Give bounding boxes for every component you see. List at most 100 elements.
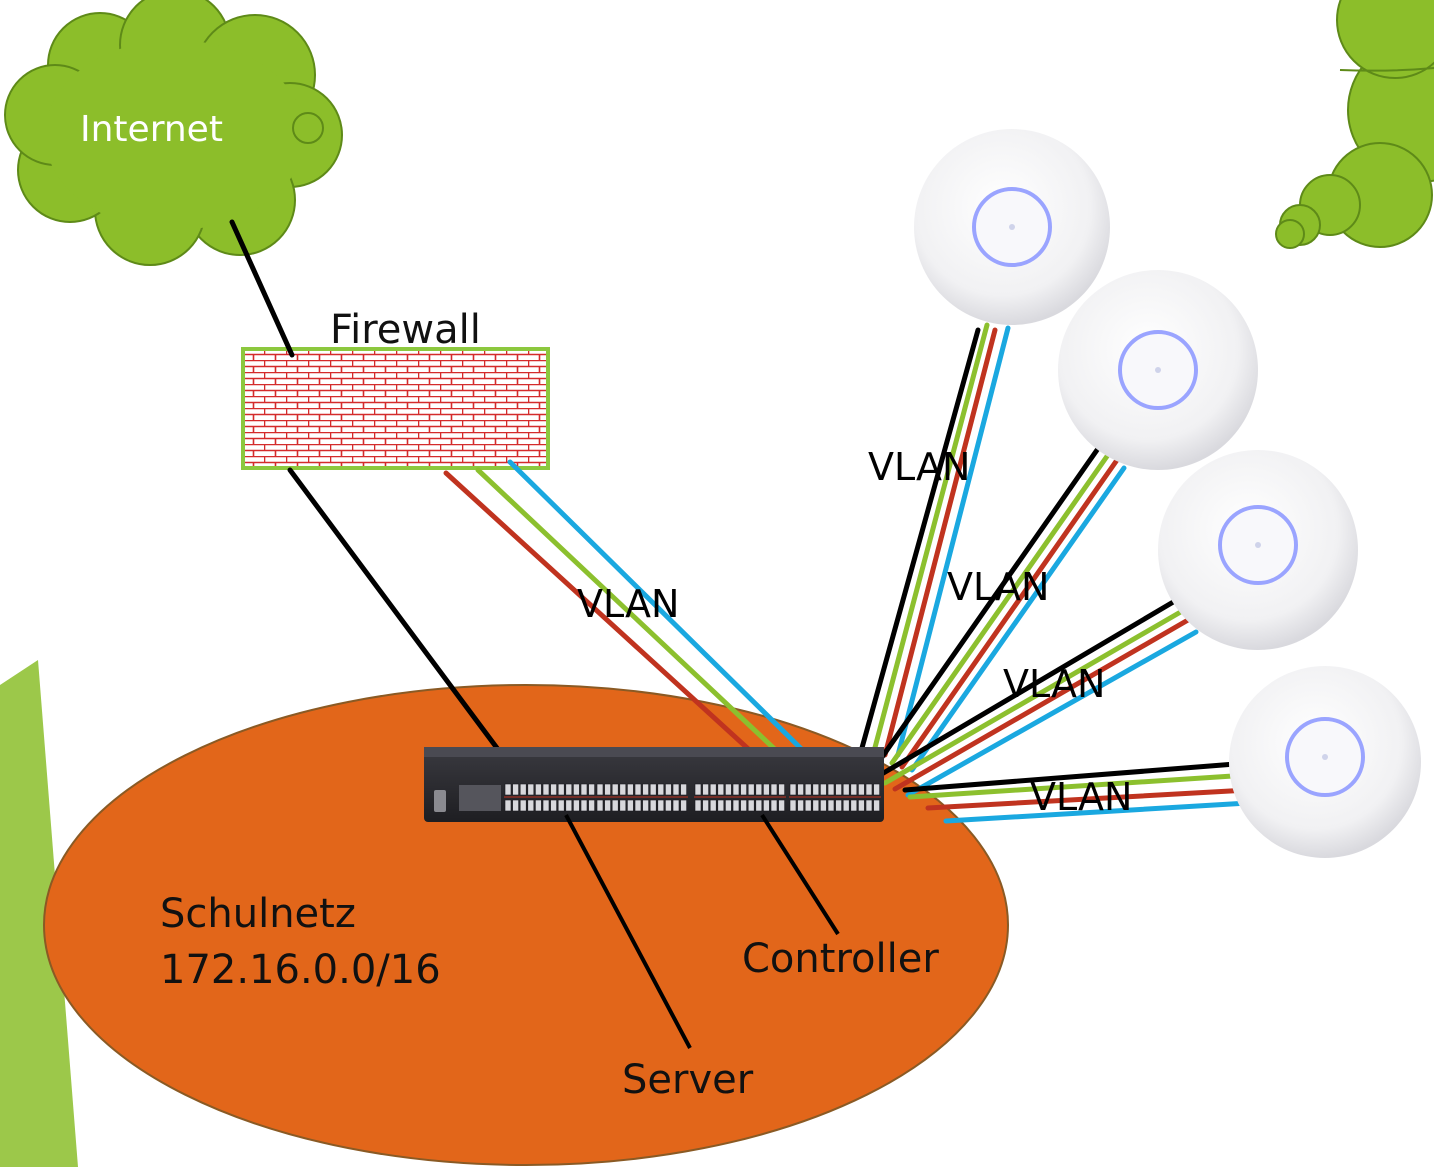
firewall: Firewall [241, 307, 550, 470]
switch-port [717, 799, 725, 812]
switch-port [596, 799, 604, 812]
cable-ap2-black [877, 437, 1107, 763]
switch-port [542, 799, 550, 812]
switch-port [850, 799, 858, 812]
switch-port [694, 783, 702, 796]
cable-vlan-blue [507, 459, 843, 790]
switch-port [763, 799, 770, 812]
switch-port [842, 783, 850, 796]
switch-port [820, 783, 827, 796]
switch-port [804, 783, 812, 796]
switch-port [797, 799, 804, 812]
network-name: Schulnetz [160, 891, 356, 937]
switch-port [827, 799, 835, 812]
switch-port [535, 799, 542, 812]
cable-ap1-blue [895, 325, 1011, 758]
switch-port [627, 783, 634, 796]
switch-port [873, 783, 880, 796]
cable-ap3-blue [905, 629, 1199, 798]
switch-port [665, 799, 672, 812]
switch-port [812, 799, 820, 812]
switch-port [717, 783, 725, 796]
switch-port [527, 799, 535, 812]
switch-port [580, 783, 588, 796]
cable-ap3-green [882, 607, 1187, 786]
cable-ap2-red [899, 457, 1120, 770]
switch-port [550, 799, 557, 812]
switch-port [504, 783, 512, 796]
switch-port [812, 783, 820, 796]
switch-port [604, 799, 611, 812]
switch-port [680, 783, 687, 796]
switch-port [770, 799, 778, 812]
switch-port [740, 799, 747, 812]
switch-port [588, 799, 595, 812]
switch-port [865, 799, 873, 812]
switch-port [672, 799, 680, 812]
cable-ap4-blue [943, 800, 1251, 824]
switch-port [858, 799, 865, 812]
switch-port [535, 783, 542, 796]
network-subnet: 172.16.0.0/16 [160, 947, 441, 993]
switch-port [770, 783, 778, 796]
cable-ap4-red [925, 787, 1251, 811]
switch-port [634, 783, 642, 796]
cable-vlan-green [475, 467, 818, 790]
cable-vlan-red [443, 470, 793, 790]
switch-port [850, 783, 858, 796]
switch-port [565, 783, 573, 796]
switch-port [619, 799, 627, 812]
switch-port [604, 783, 611, 796]
switch-port [709, 799, 717, 812]
vlan-label-firewall: VLAN [577, 582, 679, 626]
controller-label: Controller [742, 936, 939, 982]
side-decoration-bar [0, 660, 78, 1167]
cables [229, 219, 1251, 824]
switch-port [778, 799, 785, 812]
switch-port [725, 783, 732, 796]
cable-ap3-red [892, 617, 1191, 792]
switch-port [657, 799, 665, 812]
switch-port [797, 783, 804, 796]
switch-port [565, 799, 573, 812]
switch-port [702, 783, 709, 796]
switch-port [596, 783, 604, 796]
switch-port [709, 783, 717, 796]
switch-port [842, 799, 850, 812]
vlan-label-ap4: VLAN [1030, 775, 1132, 819]
switch-port [512, 799, 519, 812]
switch-port [827, 783, 835, 796]
switch-port [804, 799, 812, 812]
switch-port [573, 799, 580, 812]
switch-port [588, 783, 595, 796]
switch-port [665, 783, 672, 796]
switch-port [732, 783, 740, 796]
firewall-icon [241, 347, 550, 470]
switch-port [557, 799, 565, 812]
switch-port [642, 783, 649, 796]
controller-pointer [760, 813, 840, 936]
cloud-icon [4, 0, 343, 266]
cable-ap4-black [902, 760, 1251, 793]
cable-ap3-black [872, 595, 1183, 781]
cable-internet-firewall [229, 219, 295, 358]
switch-port [580, 799, 588, 812]
firewall-label: Firewall [330, 307, 481, 353]
switch-port [820, 799, 827, 812]
switch [424, 747, 884, 822]
switch-port [611, 783, 619, 796]
switch-port [504, 799, 512, 812]
cable-ap2-green [889, 449, 1113, 766]
switch-port [649, 799, 657, 812]
switch-port [611, 799, 619, 812]
access-point-2 [1058, 270, 1258, 470]
switch-port [732, 799, 740, 812]
switch-port [865, 783, 873, 796]
cable-firewall-switch [287, 467, 529, 790]
switch-port [519, 799, 527, 812]
switch-port [649, 783, 657, 796]
access-point-4 [1229, 666, 1421, 858]
switch-port [512, 783, 519, 796]
switch-ports [504, 783, 881, 812]
